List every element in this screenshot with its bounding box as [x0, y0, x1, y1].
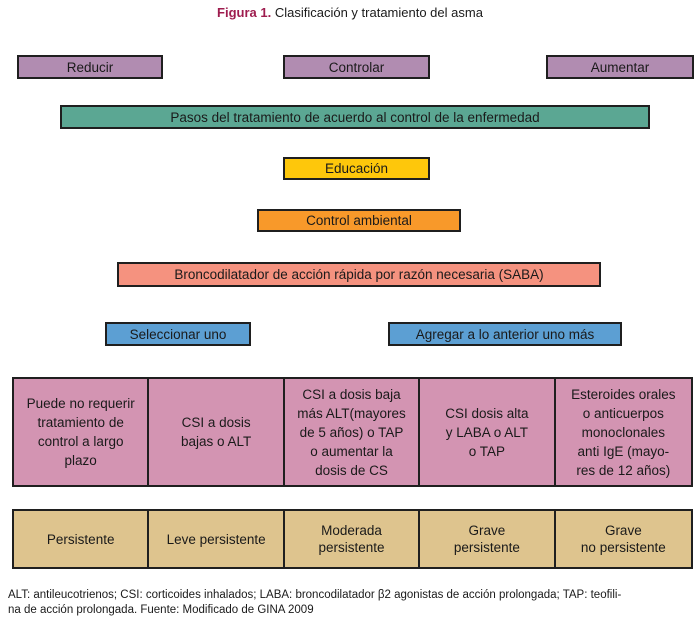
treatment-cell-3: CSI a dosis baja más ALT(mayores de 5 añ…	[285, 379, 421, 485]
figure-title: Figura 1. Clasificación y tratamiento de…	[0, 5, 700, 21]
severity-row: Persistente Leve persistente Moderada pe…	[12, 509, 693, 569]
treatment-steps-bar: Pasos del tratamiento de acuerdo al cont…	[60, 105, 650, 129]
severity-cell-2: Leve persistente	[149, 511, 285, 567]
control-box: Controlar	[283, 55, 430, 79]
education-box: Educación	[283, 157, 430, 180]
severity-cell-1: Persistente	[14, 511, 150, 567]
treatment-cell-4: CSI dosis alta y LABA o ALT o TAP	[420, 379, 556, 485]
severity-cell-3: Moderada persistente	[285, 511, 421, 567]
treatment-cell-5: Esteroides orales o anticuerpos monoclon…	[571, 386, 676, 478]
severity-cell-4: Grave persistente	[420, 511, 556, 567]
figure-title-text: Clasificación y tratamiento del asma	[271, 5, 483, 20]
treatment-cell-1: Puede no requerir tratamiento de control…	[14, 379, 150, 485]
reduce-box: Reducir	[17, 55, 163, 79]
add-more-box: Agregar a lo anterior uno más	[388, 322, 622, 346]
treatment-options-row: Puede no requerir tratamiento de control…	[12, 377, 693, 487]
select-one-box: Seleccionar uno	[105, 322, 251, 346]
saba-bar: Broncodilatador de acción rápida por raz…	[117, 262, 601, 287]
environmental-control-box: Control ambiental	[257, 209, 461, 232]
treatment-cell-2: CSI a dosis bajas o ALT	[149, 379, 285, 485]
abbreviations-footnote: ALT: antileucotrienos; CSI: corticoides …	[8, 589, 622, 616]
severity-cell-5: Grave no persistente	[580, 523, 666, 555]
increase-box: Aumentar	[546, 55, 694, 79]
figure-title-label: Figura 1.	[217, 5, 272, 20]
